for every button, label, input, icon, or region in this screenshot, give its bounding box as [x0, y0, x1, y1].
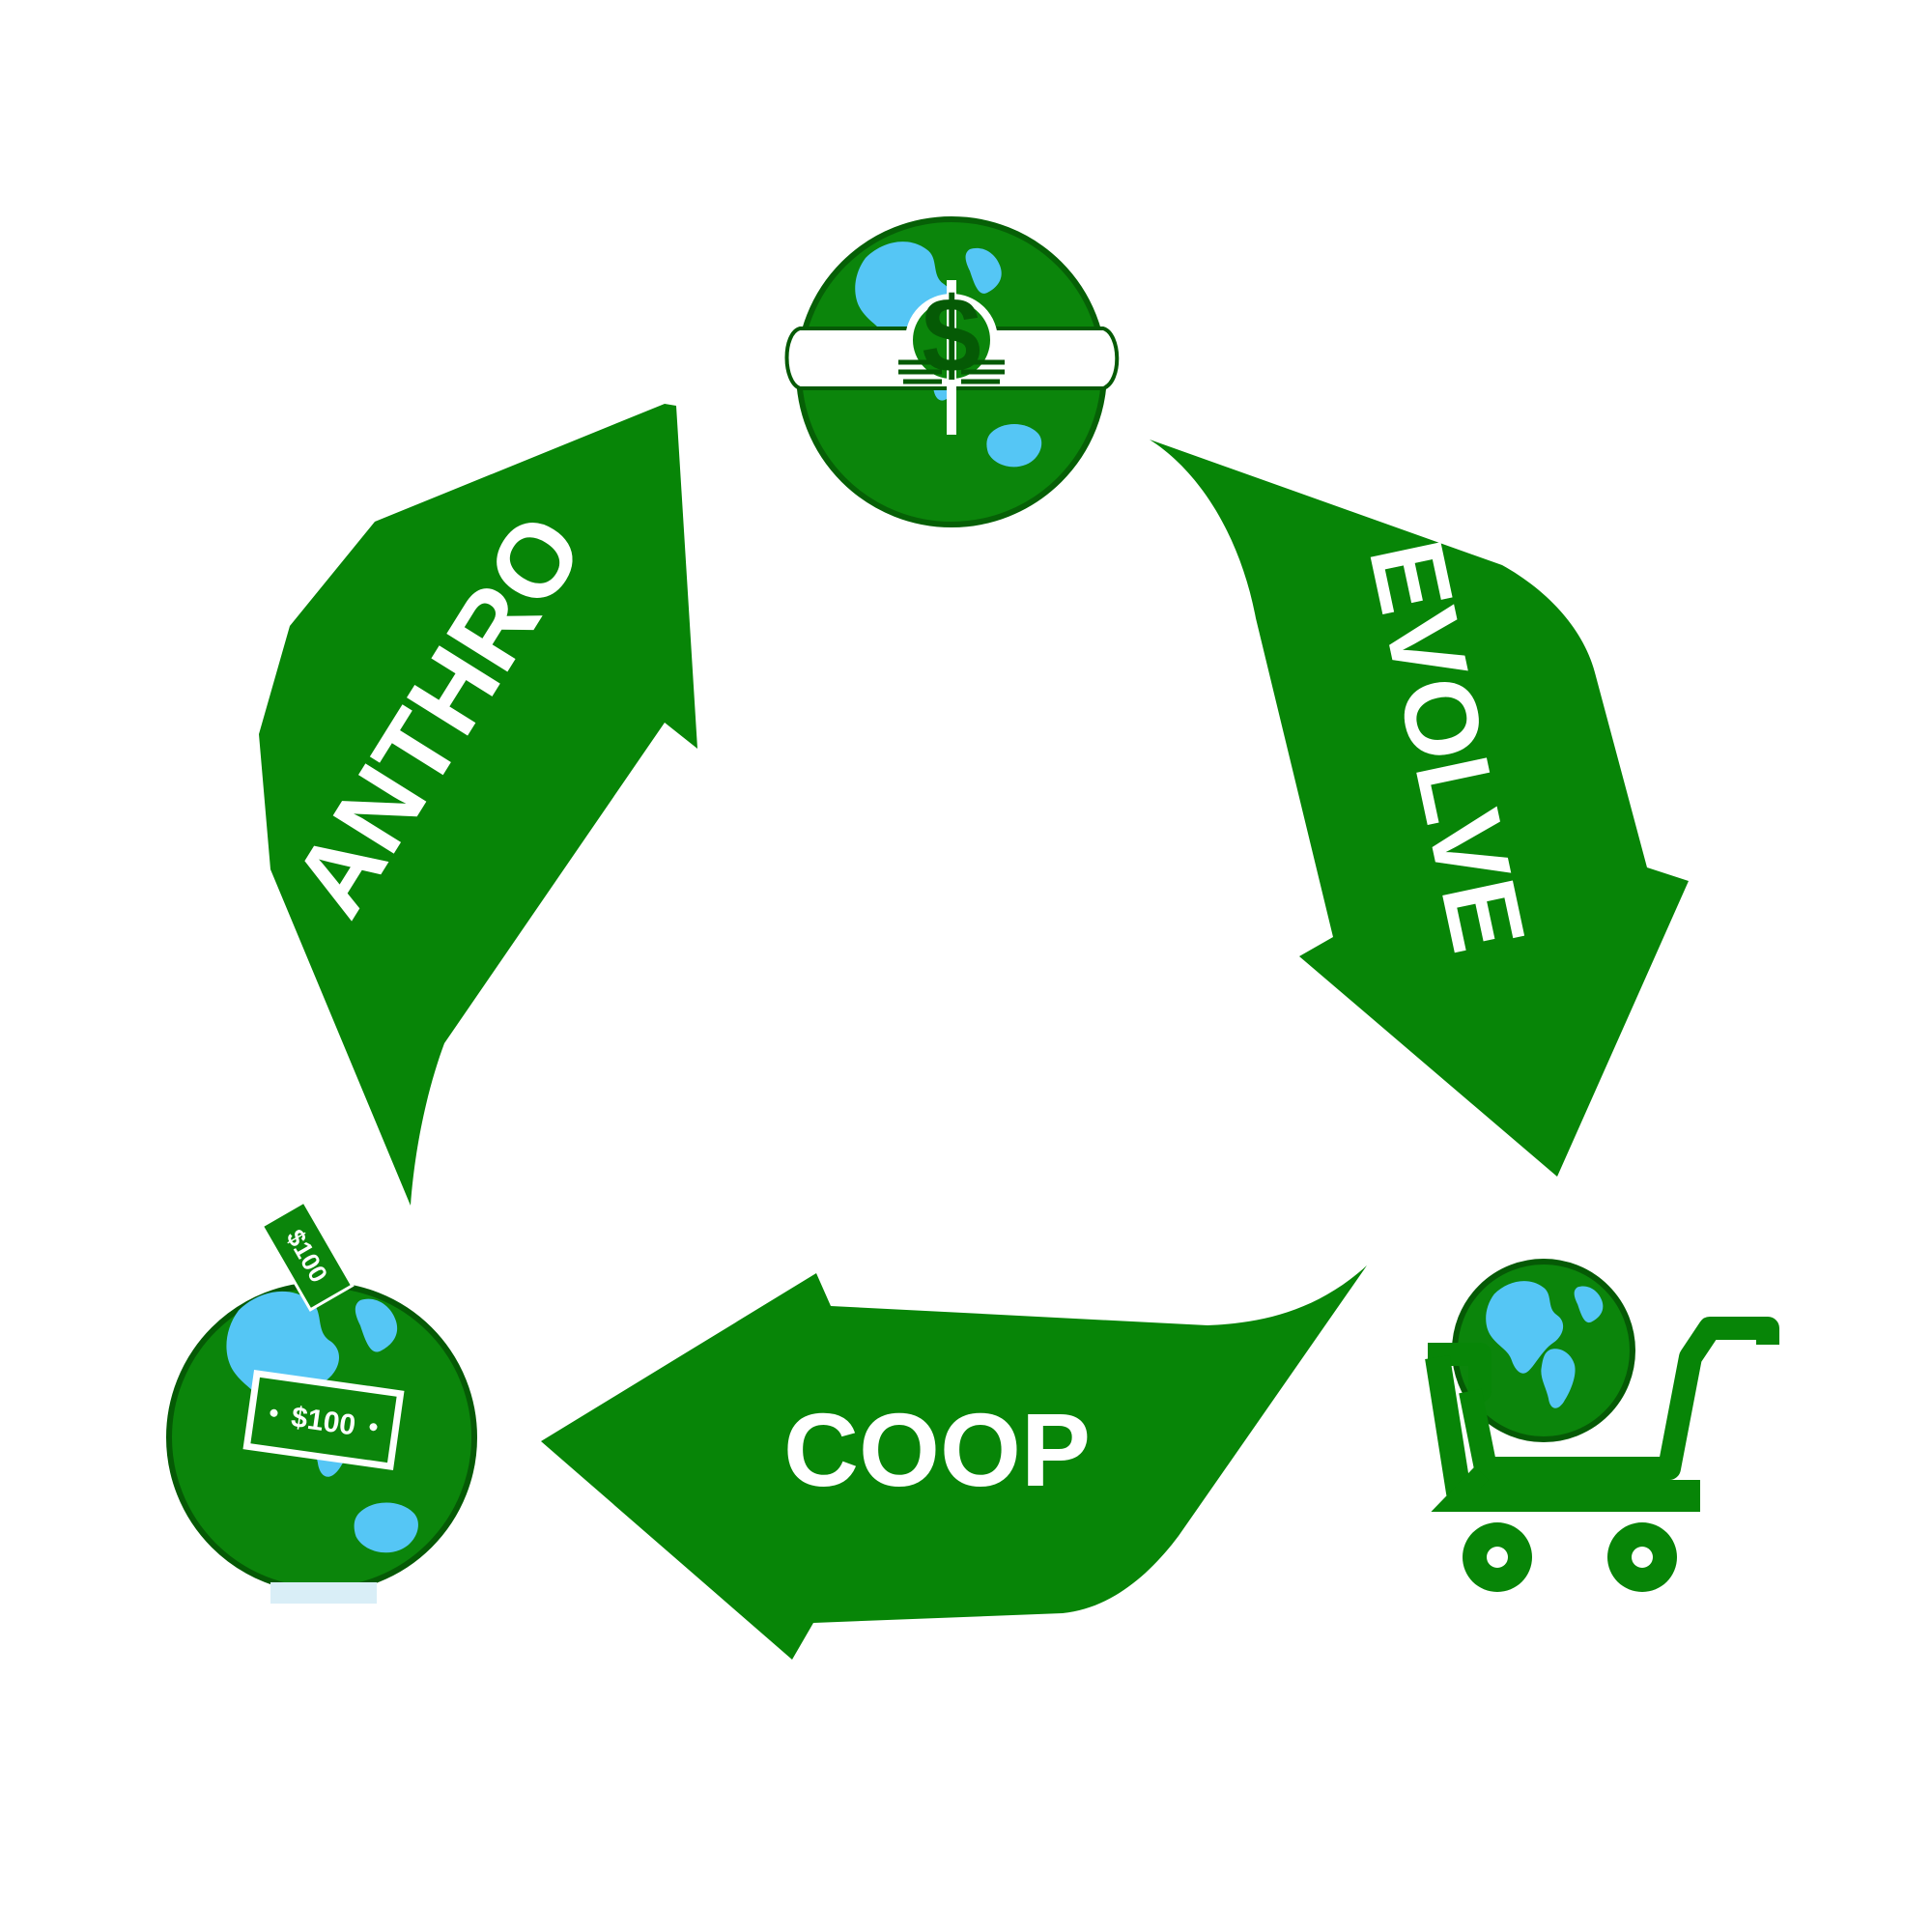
globe-dollar-hands-icon: $	[784, 216, 1120, 527]
coop-arrow-label: COOP	[783, 1391, 1091, 1508]
evolve-arrow-shape	[1150, 440, 1689, 1177]
dollar-sign-icon: $	[922, 276, 980, 395]
globe-money-bank-icon: $100 $100	[166, 1200, 477, 1604]
globe-shopping-cart-icon	[1425, 1259, 1779, 1592]
evolve-arrow: EVOLVE	[1150, 440, 1689, 1177]
coop-arrow: COOP	[541, 1265, 1367, 1660]
coop-arrow-shape	[541, 1265, 1367, 1660]
anthro-arrow: ANTHRO	[259, 404, 697, 1206]
bank-base	[270, 1582, 377, 1604]
front-bill-icon: $100	[242, 1369, 405, 1471]
anthro-arrow-shape	[259, 404, 697, 1206]
